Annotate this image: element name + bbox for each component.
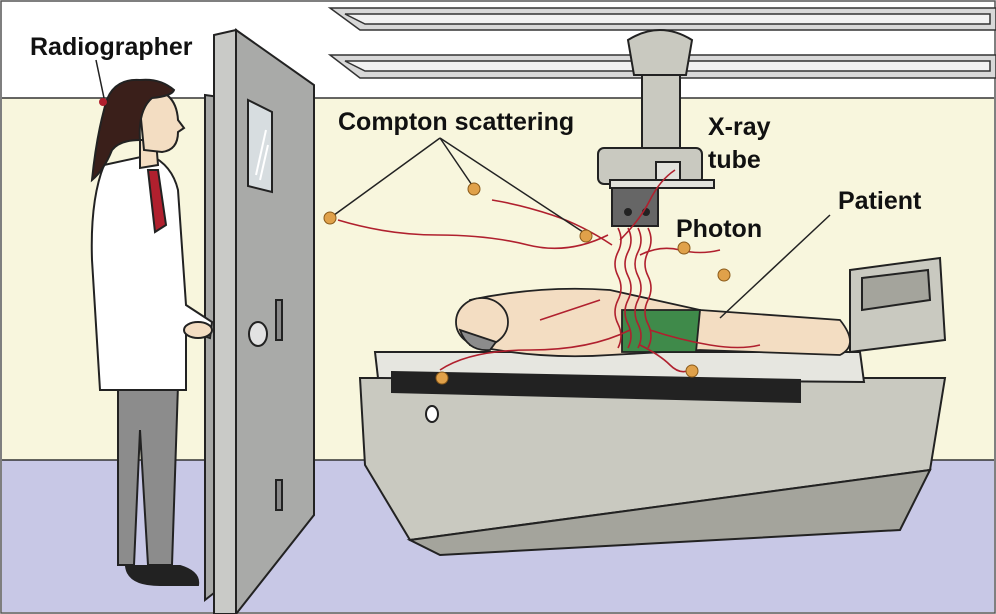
photon-particle xyxy=(717,268,731,282)
photon-particle xyxy=(677,241,691,255)
photon-particle xyxy=(435,371,449,385)
label-photon: Photon xyxy=(676,215,763,243)
label-patient: Patient xyxy=(838,187,922,215)
photon-particle xyxy=(467,182,481,196)
xray-tube xyxy=(597,29,715,227)
photon-particles xyxy=(323,182,731,385)
label-radiographer: Radiographer xyxy=(30,33,193,61)
radiation-beam xyxy=(337,169,761,373)
label-compton-scattering: Compton scattering xyxy=(338,108,575,136)
radiographer-figure xyxy=(90,78,214,586)
label-xray-line2: tube xyxy=(708,146,761,174)
photon-particle xyxy=(579,229,593,243)
label-xray-line1: X-ray xyxy=(708,113,771,141)
photon-particle xyxy=(685,364,699,378)
photon-particle xyxy=(323,211,337,225)
exam-table xyxy=(358,256,947,557)
patient-figure xyxy=(455,287,851,358)
door xyxy=(204,28,315,614)
label-pointers xyxy=(329,137,831,319)
